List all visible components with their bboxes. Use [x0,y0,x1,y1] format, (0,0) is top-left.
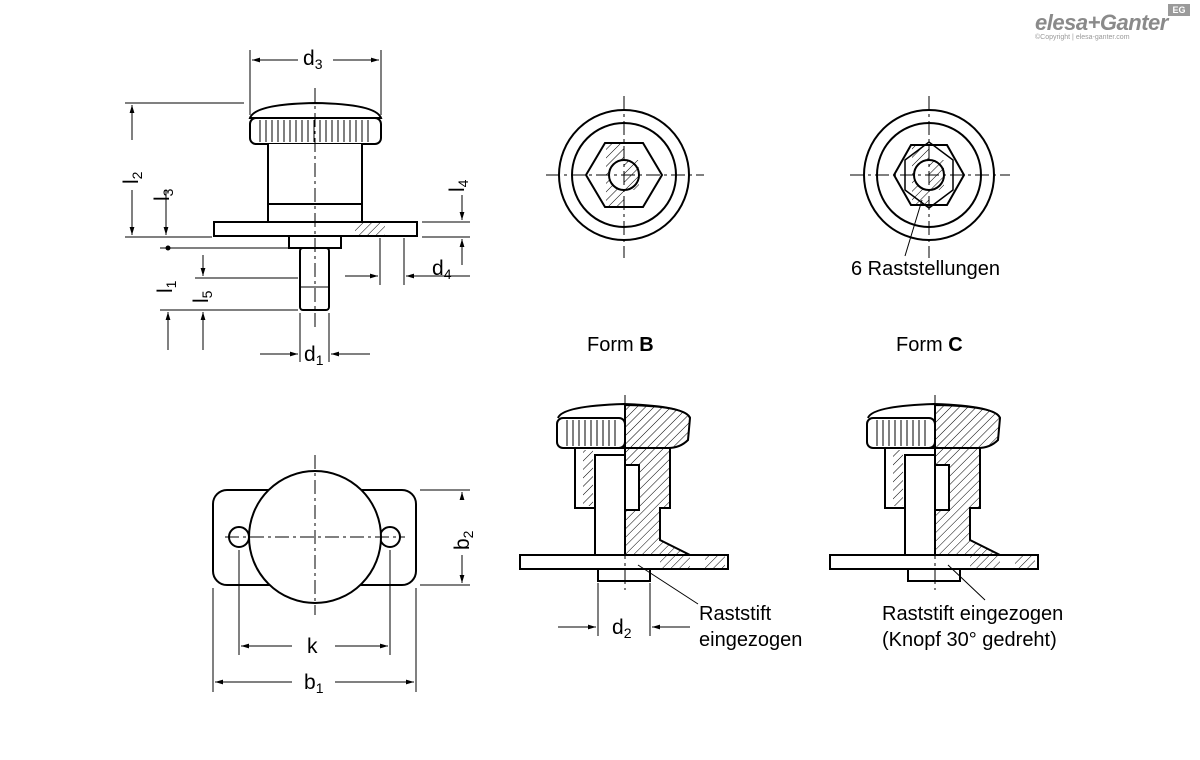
front-view-c [850,96,1010,258]
dim-l1: l1 [154,280,179,293]
dim-d1: d1 [304,343,324,368]
front-view-b [546,96,704,258]
top-view [212,455,417,615]
dim-l4: l4 [446,179,471,192]
dim-b2: b2 [451,530,476,550]
section-form-b-dimensions [558,564,699,636]
dim-d4: d4 [432,257,452,282]
dim-l3: l3 [151,188,176,201]
dim-k: k [307,635,318,658]
top-view-dimensions [212,489,470,692]
label-pin-c: Raststift eingezogen (Knopf 30° gedreht) [882,603,1064,651]
copyright-text: ©Copyright | elesa-ganter.com [1035,34,1130,41]
brand-badge: EG [1168,4,1190,16]
heading-form-c: Form C [896,334,963,356]
section-form-c [829,395,1039,601]
dim-l5: l5 [190,290,215,303]
heading-form-b: Form B [587,334,654,356]
dim-d3: d3 [303,47,323,72]
section-form-b [519,395,729,590]
brand-logo: elesa+Ganter [1035,10,1168,35]
side-view [213,88,418,330]
side-view-dimensions [125,50,470,362]
dim-b1: b1 [304,671,324,696]
dim-l2: l2 [120,171,145,184]
dim-d2: d2 [612,616,632,641]
label-pin-b: Raststift eingezogen [699,603,803,651]
label-6-positions: 6 Raststellungen [851,258,1000,280]
